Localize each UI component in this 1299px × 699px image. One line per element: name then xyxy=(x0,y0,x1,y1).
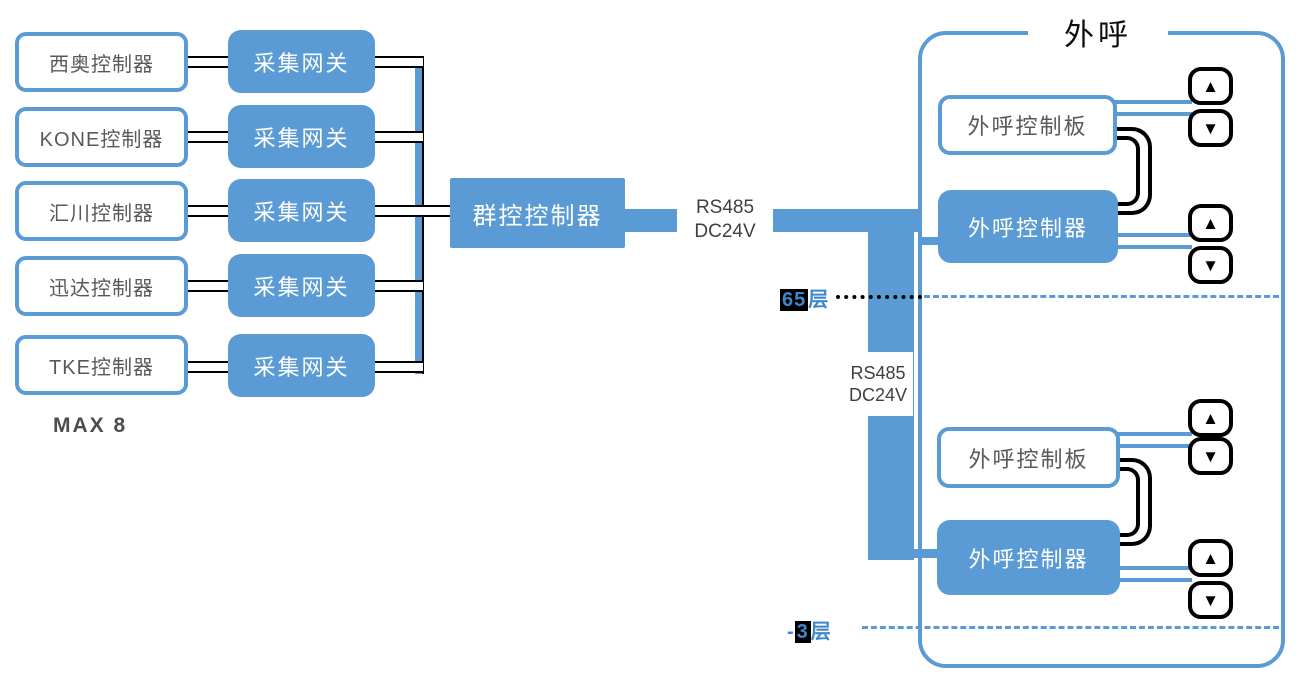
down-arrow-icon: ▼ xyxy=(1202,446,1219,466)
gateway-label: 采集网关 xyxy=(253,125,350,151)
floor-65-dashed-line xyxy=(924,295,1279,298)
rs485-bus-label: RS485 DC24V xyxy=(677,191,773,249)
rs485-bus-segment-a xyxy=(625,209,677,232)
gateway-label: 采集网关 xyxy=(253,354,350,380)
floor-minus3-dashed-line xyxy=(862,626,1279,629)
group-controller-label: 群控控制器 xyxy=(472,202,603,230)
floor-minus3-suffix: 层 xyxy=(810,621,832,643)
hall-call-board-1: 外呼控制板 xyxy=(938,95,1117,155)
down-call-button: ▼ xyxy=(1188,581,1233,619)
down-call-button: ▼ xyxy=(1188,246,1233,284)
controller-box-kone: KONE控制器 xyxy=(15,107,188,167)
controller-label: TKE控制器 xyxy=(49,356,154,379)
group-controller-box: 群控控制器 xyxy=(450,178,625,248)
controller-box-xunda: 迅达控制器 xyxy=(15,256,188,316)
wire-ctrl1-up xyxy=(1116,233,1192,237)
connector-ctrl-gw-3 xyxy=(186,205,230,217)
controller-box-huichuan: 汇川控制器 xyxy=(15,181,188,241)
floor-minus3-prefix: - xyxy=(787,621,795,643)
controller-label: 西奥控制器 xyxy=(49,53,154,76)
up-arrow-icon: ▲ xyxy=(1202,213,1219,233)
floor-minus3-number: 3 xyxy=(794,621,811,643)
hall-call-controller-label: 外呼控制器 xyxy=(968,546,1089,572)
connector-gw-bus-4 xyxy=(373,280,423,292)
floor-65-dotted-line xyxy=(836,295,922,299)
hall-call-board-label: 外呼控制板 xyxy=(967,114,1088,139)
floor-65-suffix: 层 xyxy=(808,289,830,311)
controller-label: KONE控制器 xyxy=(39,128,164,151)
down-call-button: ▼ xyxy=(1188,437,1233,475)
up-call-button: ▲ xyxy=(1188,539,1233,577)
up-call-button: ▲ xyxy=(1188,204,1233,242)
hall-call-panel-title: 外呼 xyxy=(1028,10,1168,54)
wire-board2-down xyxy=(1116,444,1192,448)
wire-ctrl2-down xyxy=(1116,578,1192,582)
connector-ctrl-gw-5 xyxy=(186,361,230,373)
riser-rs485-label: RS485 DC24V xyxy=(843,352,913,416)
connector-gw-bus-3-to-group-controller xyxy=(373,205,452,217)
gateway-box-2: 采集网关 xyxy=(228,105,375,168)
floor-65-number: 65 xyxy=(780,289,809,311)
connector-ctrl-gw-4 xyxy=(186,280,230,292)
controller-label: 汇川控制器 xyxy=(49,202,154,225)
controller-box-tke: TKE控制器 xyxy=(15,335,188,395)
dc24v-label-line2: DC24V xyxy=(694,221,756,242)
up-arrow-icon: ▲ xyxy=(1202,76,1219,96)
connector-gw-bus-1 xyxy=(373,56,423,68)
down-arrow-icon: ▼ xyxy=(1202,590,1219,610)
gateway-box-1: 采集网关 xyxy=(228,30,375,93)
down-arrow-icon: ▼ xyxy=(1202,255,1219,275)
down-call-button: ▼ xyxy=(1188,109,1233,147)
riser-stub-lower xyxy=(914,549,940,558)
wire-board2-up xyxy=(1116,432,1192,436)
up-call-button: ▲ xyxy=(1188,67,1233,105)
gateway-label: 采集网关 xyxy=(253,274,350,300)
up-call-button: ▲ xyxy=(1188,399,1233,437)
hall-call-board-2: 外呼控制板 xyxy=(937,427,1120,488)
controller-box-xiao: 西奥控制器 xyxy=(15,32,188,92)
riser-dc24v-line2: DC24V xyxy=(848,385,908,405)
controller-label: 迅达控制器 xyxy=(49,277,154,300)
gateway-box-3: 采集网关 xyxy=(228,179,375,242)
wire-board1-down xyxy=(1113,112,1192,116)
rs485-bus-segment-b xyxy=(773,209,920,232)
gateway-label: 采集网关 xyxy=(253,199,350,225)
gateway-label: 采集网关 xyxy=(253,50,350,76)
connector-gw-bus-2 xyxy=(373,131,423,143)
down-arrow-icon: ▼ xyxy=(1202,118,1219,138)
wire-board1-up xyxy=(1113,100,1192,104)
wire-ctrl2-up xyxy=(1116,566,1192,570)
connector-gw-bus-5 xyxy=(373,361,423,373)
connector-ctrl-gw-1 xyxy=(186,56,230,68)
up-arrow-icon: ▲ xyxy=(1202,548,1219,568)
gateway-box-4: 采集网关 xyxy=(228,254,375,317)
wire-ctrl1-down xyxy=(1116,245,1192,249)
rs485-label-line1: RS485 xyxy=(695,197,755,219)
hall-call-controller-1: 外呼控制器 xyxy=(938,190,1118,263)
hall-call-controller-2: 外呼控制器 xyxy=(937,520,1120,595)
panel-title-text: 外呼 xyxy=(1064,19,1132,52)
up-arrow-icon: ▲ xyxy=(1202,408,1219,428)
border-stub-upper xyxy=(918,237,940,245)
max-elevators-note: MAX 8 xyxy=(53,414,128,437)
hall-call-board-label: 外呼控制板 xyxy=(968,446,1089,472)
hall-call-controller-label: 外呼控制器 xyxy=(967,215,1088,241)
connector-ctrl-gw-2 xyxy=(186,131,230,143)
gateway-box-5: 采集网关 xyxy=(228,334,375,397)
riser-rs485-line1: RS485 xyxy=(850,362,906,383)
